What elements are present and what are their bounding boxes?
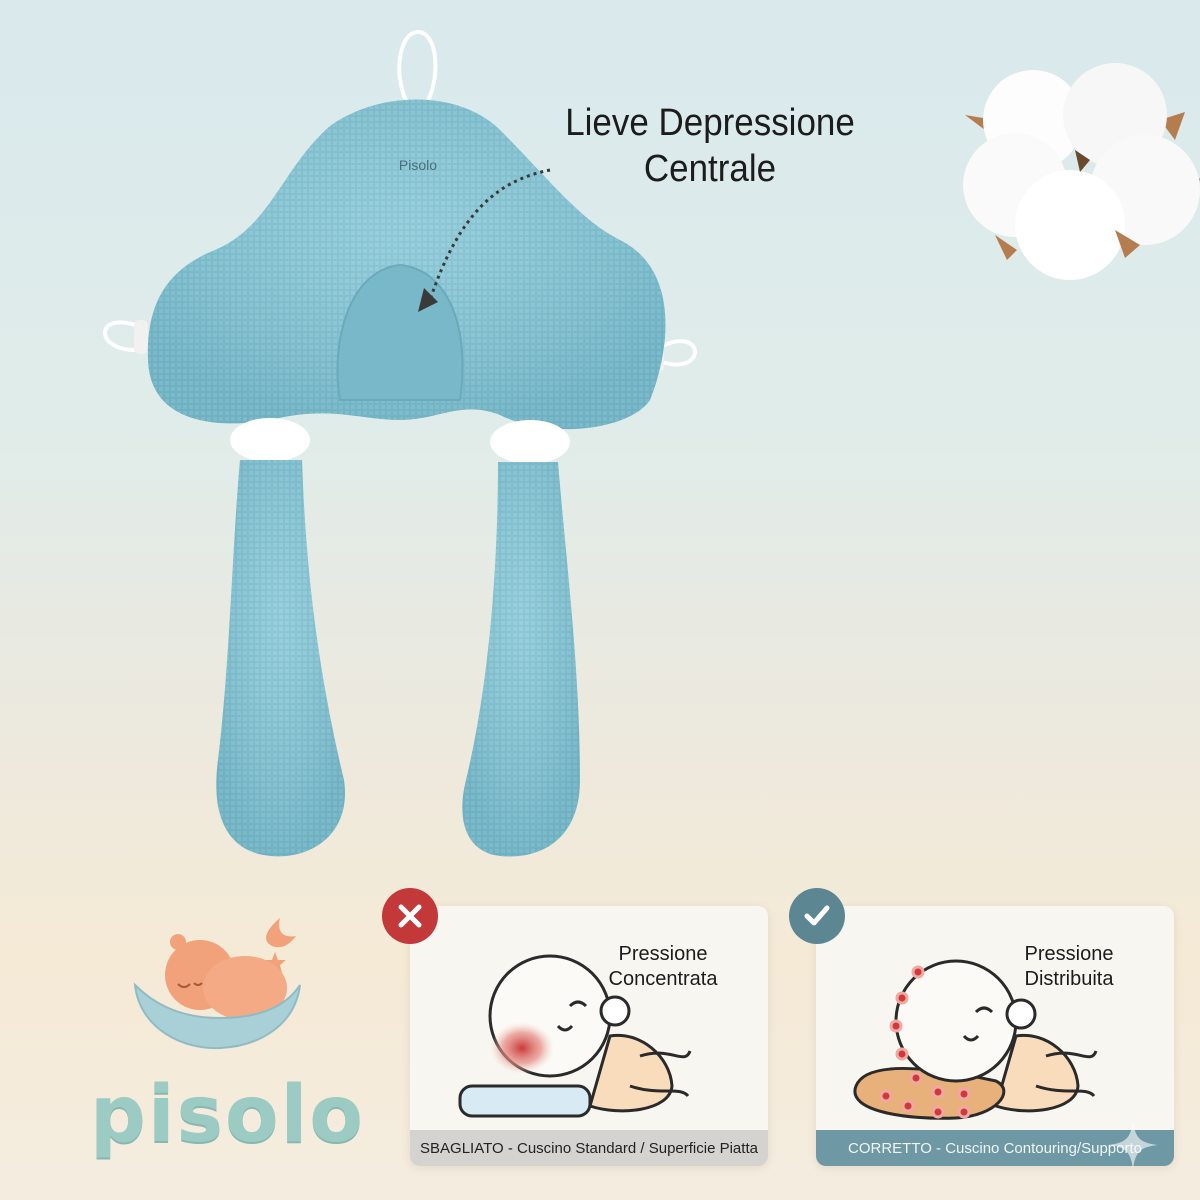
sleeping-baby-moon-icon: [133, 918, 301, 1050]
cotton-boll-image: [963, 63, 1200, 280]
x-icon: [398, 904, 422, 928]
caption-wrong: SBAGLIATO - Cuscino Standard / Superfici…: [410, 1130, 768, 1166]
wrong-badge: [382, 888, 438, 944]
pillow-brand-tag: Pisolo: [399, 157, 437, 173]
headline-line-2: Centrale: [643, 148, 777, 190]
brand-wordmark: pisolo: [90, 1070, 365, 1160]
headline: Lieve Depressione Centrale: [535, 100, 885, 192]
sparkle-icon: [1108, 1120, 1158, 1170]
headline-line-1: Lieve Depressione: [565, 102, 855, 144]
correct-badge: [789, 888, 845, 944]
baby-flat-pillow-illustration: [458, 954, 692, 1118]
caption-correct: CORRETTO - Cuscino Contouring/Supporto: [816, 1130, 1174, 1166]
comparison-card-wrong: Pressione Concentrata SBAGLIATO - Cuscin…: [410, 906, 768, 1166]
brand-logo: pisolo: [90, 900, 365, 1160]
comparison-card-correct: Pressione Distribuita CORRETTO - Cuscino…: [816, 906, 1174, 1166]
pressure-label-distributed: Pressione Distribuita: [1024, 943, 1114, 990]
baby-contour-pillow-illustration: [853, 959, 1098, 1120]
baby-pillow-image: Pisolo: [103, 29, 697, 857]
check-icon: [804, 905, 830, 926]
pressure-label-concentrated: Pressione Concentrata: [608, 943, 718, 990]
